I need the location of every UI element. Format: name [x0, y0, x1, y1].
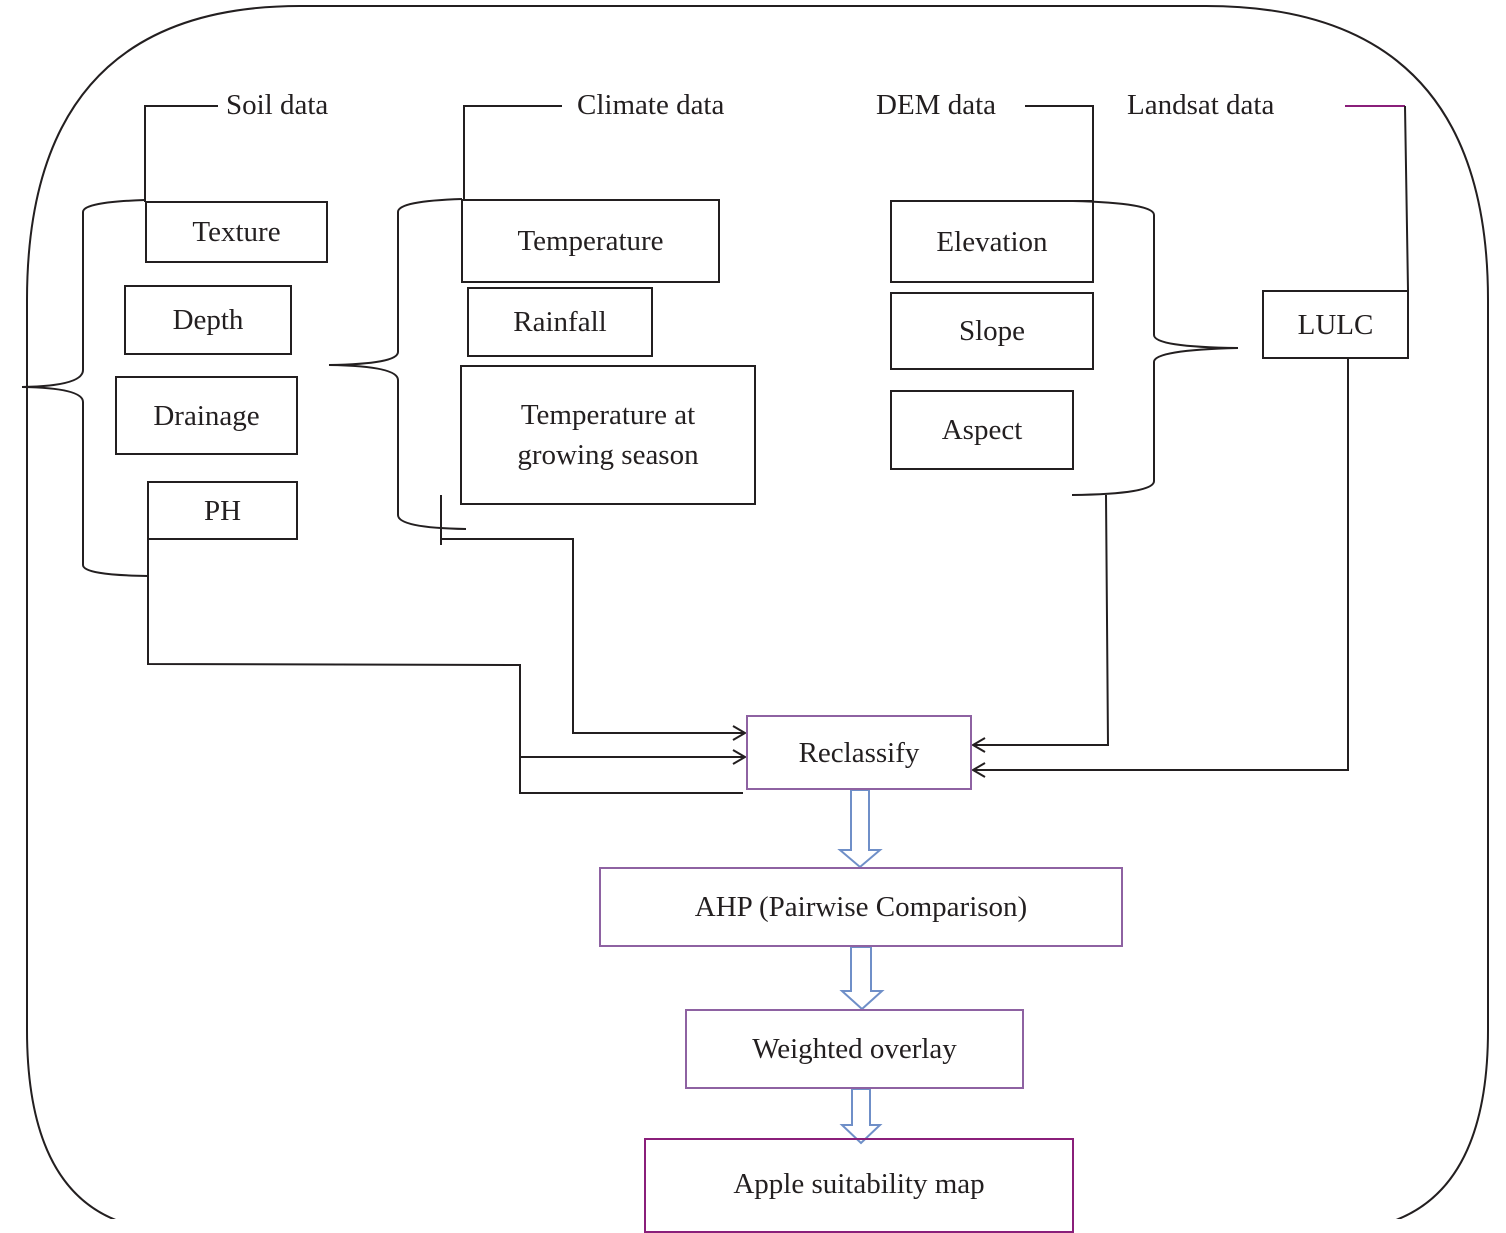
process-weighted-overlay: Weighted overlay — [685, 1009, 1024, 1089]
factor-texture: Texture — [145, 201, 328, 263]
soil-brace — [21, 199, 149, 577]
factor-ph: PH — [147, 481, 298, 540]
climate-brace — [328, 198, 467, 530]
factor-slope: Slope — [890, 292, 1094, 370]
soil-leader-line — [144, 105, 218, 202]
process-reclassify: Reclassify — [746, 715, 972, 790]
dem-leader-line — [1025, 105, 1094, 200]
dem-brace — [1071, 200, 1239, 496]
landsat-data-label: Landsat data — [1127, 89, 1275, 121]
process-ahp: AHP (Pairwise Comparison) — [599, 867, 1123, 947]
factor-elevation: Elevation — [890, 200, 1094, 283]
factor-aspect: Aspect — [890, 390, 1074, 470]
climate-leader-line — [463, 105, 562, 200]
dem-data-label: DEM data — [876, 89, 996, 121]
soil-connector — [147, 540, 743, 794]
factor-depth: Depth — [124, 285, 292, 355]
flow-arrow-overlay-to-output — [839, 1088, 883, 1145]
factor-drainage: Drainage — [115, 376, 298, 455]
arrowhead-climate — [732, 725, 747, 741]
landsat-leader-vertical — [1404, 105, 1409, 318]
dem-connector — [973, 494, 1110, 746]
outer-frame — [26, 5, 1489, 1219]
factor-rainfall: Rainfall — [467, 287, 653, 357]
flow-arrow-reclassify-to-ahp — [837, 789, 883, 869]
climate-connector — [441, 538, 745, 734]
climate-data-label: Climate data — [577, 89, 725, 121]
factor-lulc: LULC — [1262, 290, 1409, 359]
lulc-connector — [973, 358, 1349, 771]
soil-data-label: Soil data — [226, 89, 329, 121]
factor-temperature: Temperature — [461, 199, 720, 283]
arrowhead-soil — [732, 749, 747, 765]
arrowhead-dem — [971, 737, 986, 753]
arrowhead-lulc — [971, 762, 986, 778]
flow-arrow-ahp-to-overlay — [839, 946, 885, 1011]
factor-temperature-growing-season: Temperature at growing season — [460, 365, 756, 505]
